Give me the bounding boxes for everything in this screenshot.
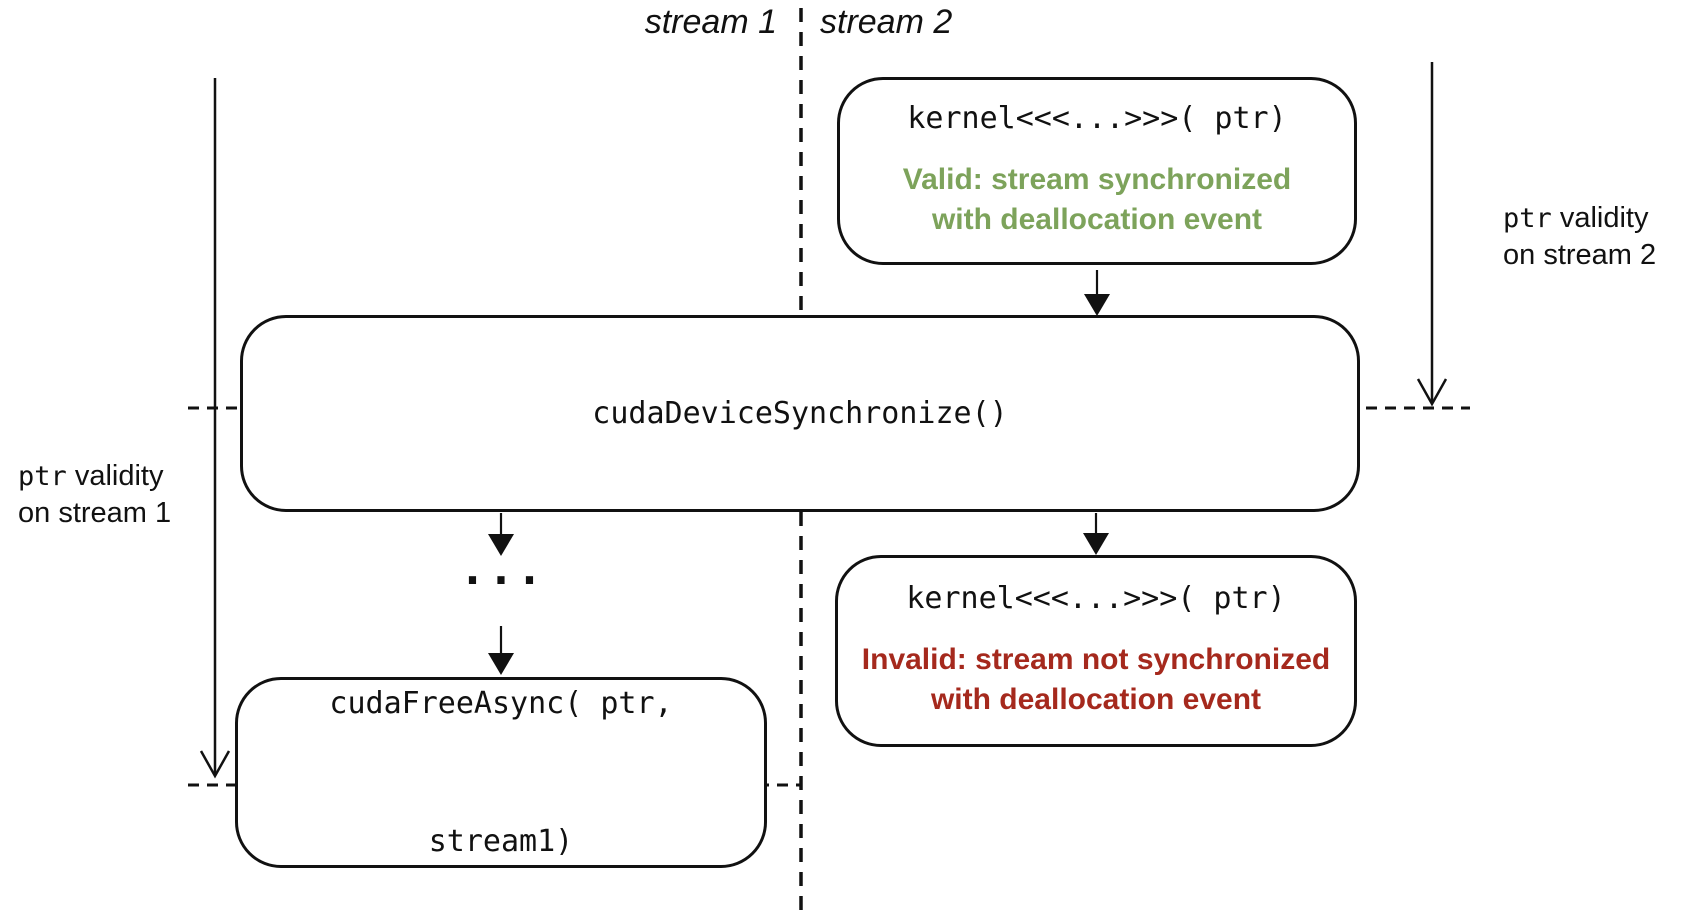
ptr-code-token: ptr: [18, 461, 67, 492]
ellipsis: ...: [459, 544, 545, 595]
device-synchronize-code: cudaDeviceSynchronize(): [592, 395, 1008, 431]
ptr-validity-stream2-arrow: [1416, 62, 1448, 407]
kernel-valid-box: kernel<<<...>>>( ptr) Valid: stream sync…: [837, 77, 1357, 265]
cuda-free-async-code: cudaFreeAsync( ptr, stream1): [329, 589, 672, 915]
device-synchronize-box: cudaDeviceSynchronize(): [240, 315, 1360, 512]
valid-note: Valid: stream synchronized with dealloca…: [903, 160, 1291, 240]
invalid-note-line2: with deallocation event: [930, 683, 1262, 716]
ptr-validity-stream1-line2: on stream 1: [18, 497, 172, 529]
kernel-invalid-code: kernel<<<...>>>( ptr): [906, 581, 1286, 616]
flow-arrow-ellipsis-to-free: [488, 626, 514, 675]
ptr-validity-stream1-arrow: [199, 78, 231, 779]
ptr-validity-stream2-line2: on stream 2: [1503, 239, 1657, 271]
kernel-valid-code: kernel<<<...>>>( ptr): [907, 101, 1287, 136]
invalid-note-line1: Invalid: stream not synchronized: [861, 643, 1331, 676]
ptr-validity-stream2-line1: ptr validity: [1503, 202, 1649, 234]
cuda-free-async-code-line1: cudaFreeAsync( ptr,: [329, 685, 673, 721]
ptr-code-token: ptr: [1503, 203, 1552, 234]
flow-arrow-sync-to-ellipsis: [488, 513, 514, 556]
invalid-note: Invalid: stream not synchronized with de…: [862, 640, 1330, 720]
kernel-invalid-box: kernel<<<...>>>( ptr) Invalid: stream no…: [835, 555, 1357, 747]
valid-note-line1: Valid: stream synchronized: [902, 163, 1292, 196]
stream1-label: stream 1: [644, 3, 777, 41]
ptr-validity-stream1-label: ptr validity on stream 1: [18, 458, 171, 532]
ptr-validity-stream1-line1: ptr validity: [18, 460, 164, 492]
cuda-free-async-box: cudaFreeAsync( ptr, stream1): [235, 677, 767, 868]
flow-arrow-kernel-to-sync: [1084, 270, 1110, 316]
ptr-validity-stream2-label: ptr validity on stream 2: [1503, 200, 1656, 274]
cuda-free-async-code-line2: stream1): [428, 823, 574, 859]
flow-arrow-sync-to-kernel: [1083, 513, 1109, 555]
stream2-label: stream 2: [820, 3, 953, 41]
valid-note-line2: with deallocation event: [931, 203, 1263, 236]
